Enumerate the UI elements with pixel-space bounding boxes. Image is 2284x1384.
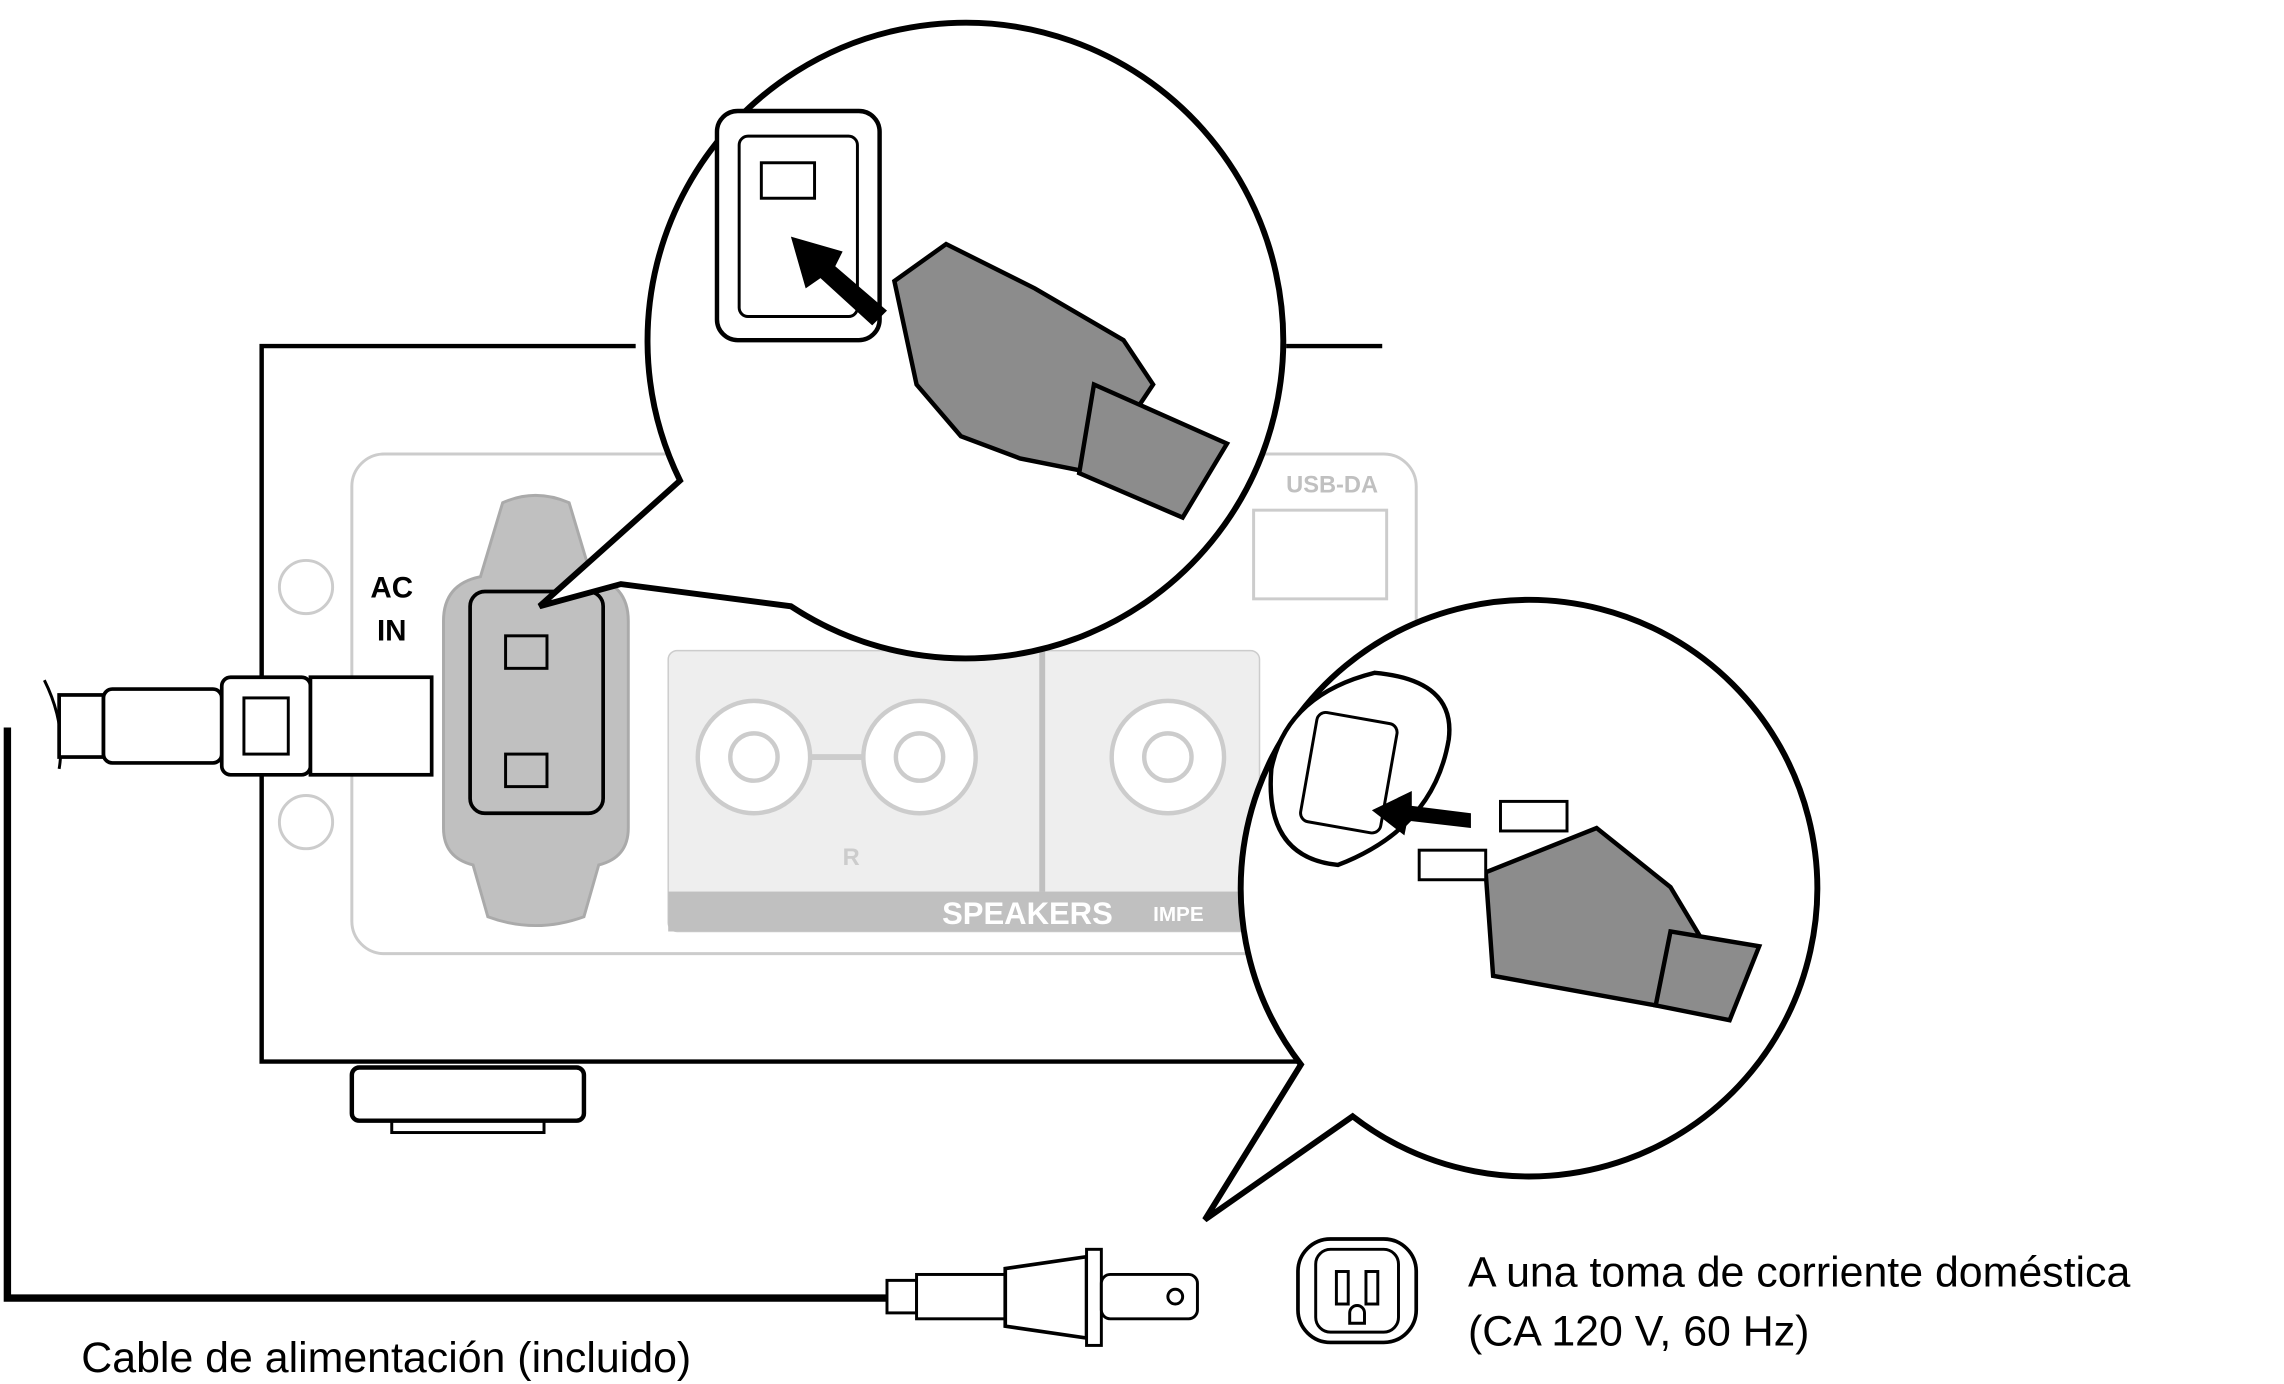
device-rear-panel: AC IN R SPEAKERS IMPE USB-DA [259, 343, 1418, 1135]
outlet-caption: A una toma de corriente doméstica [1468, 1248, 2130, 1296]
inlet-detail-callout [537, 19, 1287, 662]
impedance-label: IMPE [1153, 903, 1204, 926]
power-cable [3, 675, 1199, 1347]
arrow-icon [790, 236, 887, 326]
outlet-spec-caption: (CA 120 V, 60 Hz) [1468, 1307, 1809, 1355]
device-foot [349, 1065, 587, 1123]
screw-hole [277, 558, 335, 616]
screw-hole [277, 794, 335, 851]
wall-outlet-icon [1296, 1237, 1419, 1345]
outlet-detail-callout [1202, 597, 1821, 1223]
ac-in-label: IN [377, 614, 407, 647]
channel-label: R [843, 845, 860, 871]
speaker-terminals: R SPEAKERS IMPE [667, 649, 1261, 933]
speakers-label: SPEAKERS [942, 896, 1113, 931]
usb-label: USB-DA [1286, 472, 1378, 498]
cable-caption: Cable de alimentación (incluido) [81, 1334, 691, 1382]
arrow-icon [1371, 791, 1471, 836]
ac-in-label: AC [370, 571, 413, 604]
